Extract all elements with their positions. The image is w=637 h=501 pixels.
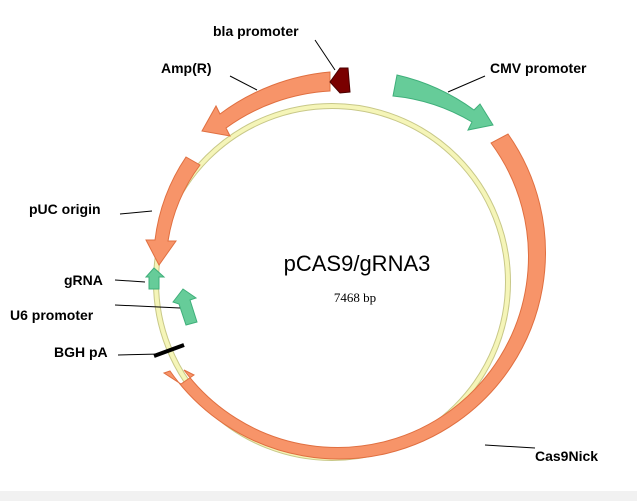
leader-grna [114,279,146,283]
bottom-strip [0,491,637,501]
plasmid-name: pCAS9/gRNA3 [284,251,431,276]
feature-amp-r-arrow[interactable] [201,71,331,137]
leader-cas9nick [484,444,536,449]
label-bla-promoter: bla promoter [213,23,299,39]
feature-cas9nick-arrow[interactable] [162,133,546,460]
label-cas9nick: Cas9Nick [535,448,598,464]
leader-cmv-promoter [447,75,486,93]
feature-puc-origin-arrow[interactable] [145,156,201,266]
leader-bla-promoter [314,39,336,71]
label-puc-origin: pUC origin [29,201,101,217]
label-amp-r: Amp(R) [161,60,212,76]
label-cmv-promoter: CMV promoter [490,60,587,76]
leader-amp-r [229,75,258,91]
feature-bla-promoter-arrow[interactable] [329,67,351,94]
label-grna: gRNA [64,272,103,288]
leader-puc-origin [119,210,153,215]
leader-bgh-pa [117,353,161,356]
leader-u6-promoter [114,304,181,309]
plasmid-size: 7468 bp [334,290,376,305]
label-bgh-pa: BGH pA [54,344,108,360]
label-u6-promoter: U6 promoter [10,307,94,323]
feature-u6-promoter-arrow[interactable] [172,288,198,326]
feature-grna-arrow[interactable] [144,267,166,290]
feature-cmv-promoter-arrow[interactable] [392,74,494,131]
